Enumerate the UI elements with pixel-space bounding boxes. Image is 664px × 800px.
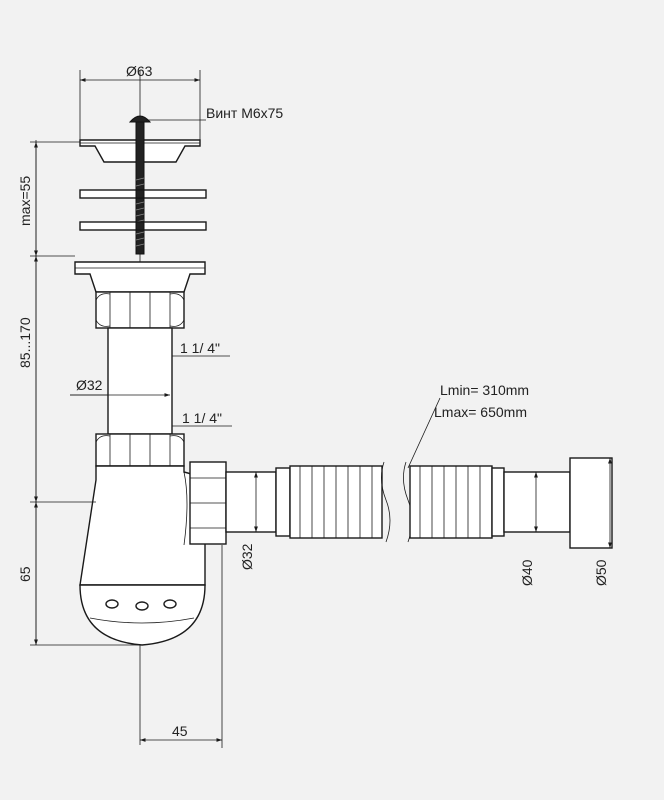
label-d32-outlet: Ø32 [239,543,255,570]
label-d40: Ø40 [519,559,535,586]
label-45: 45 [172,723,188,739]
label-d63: Ø63 [126,63,153,79]
label-d50: Ø50 [593,559,609,586]
leader-length [407,397,441,469]
outlet-flange [74,261,206,293]
outlet-pipe [225,467,291,537]
label-85-170: 85...170 [17,317,33,368]
label-lmin: Lmin= 310mm [440,382,529,398]
vertical-pipe [107,327,173,435]
side-outlet-nut [189,461,227,545]
hose-end-pipe [491,467,571,537]
label-thread-top: 1 1/ 4" [180,340,220,356]
top-union-nut [95,291,185,329]
trap-bottle-body [79,465,206,646]
break-line-left [381,461,391,543]
screw-head [128,115,152,123]
label-d32-top: Ø32 [76,377,103,393]
screw-shaft [135,121,145,255]
corrugated-hose-right [409,465,493,539]
label-thread-bottom: 1 1/ 4" [182,410,222,426]
label-lmax: Lmax= 650mm [434,404,527,420]
corrugated-hose-left [289,465,383,539]
dim-d63 [79,70,201,140]
label-screw: Винт М6х75 [206,105,283,121]
label-max55: max=55 [17,176,33,226]
bottom-union-nut [95,433,185,467]
dim-45 [140,545,223,748]
label-65: 65 [17,566,33,582]
hose-end-coupler [569,457,613,549]
